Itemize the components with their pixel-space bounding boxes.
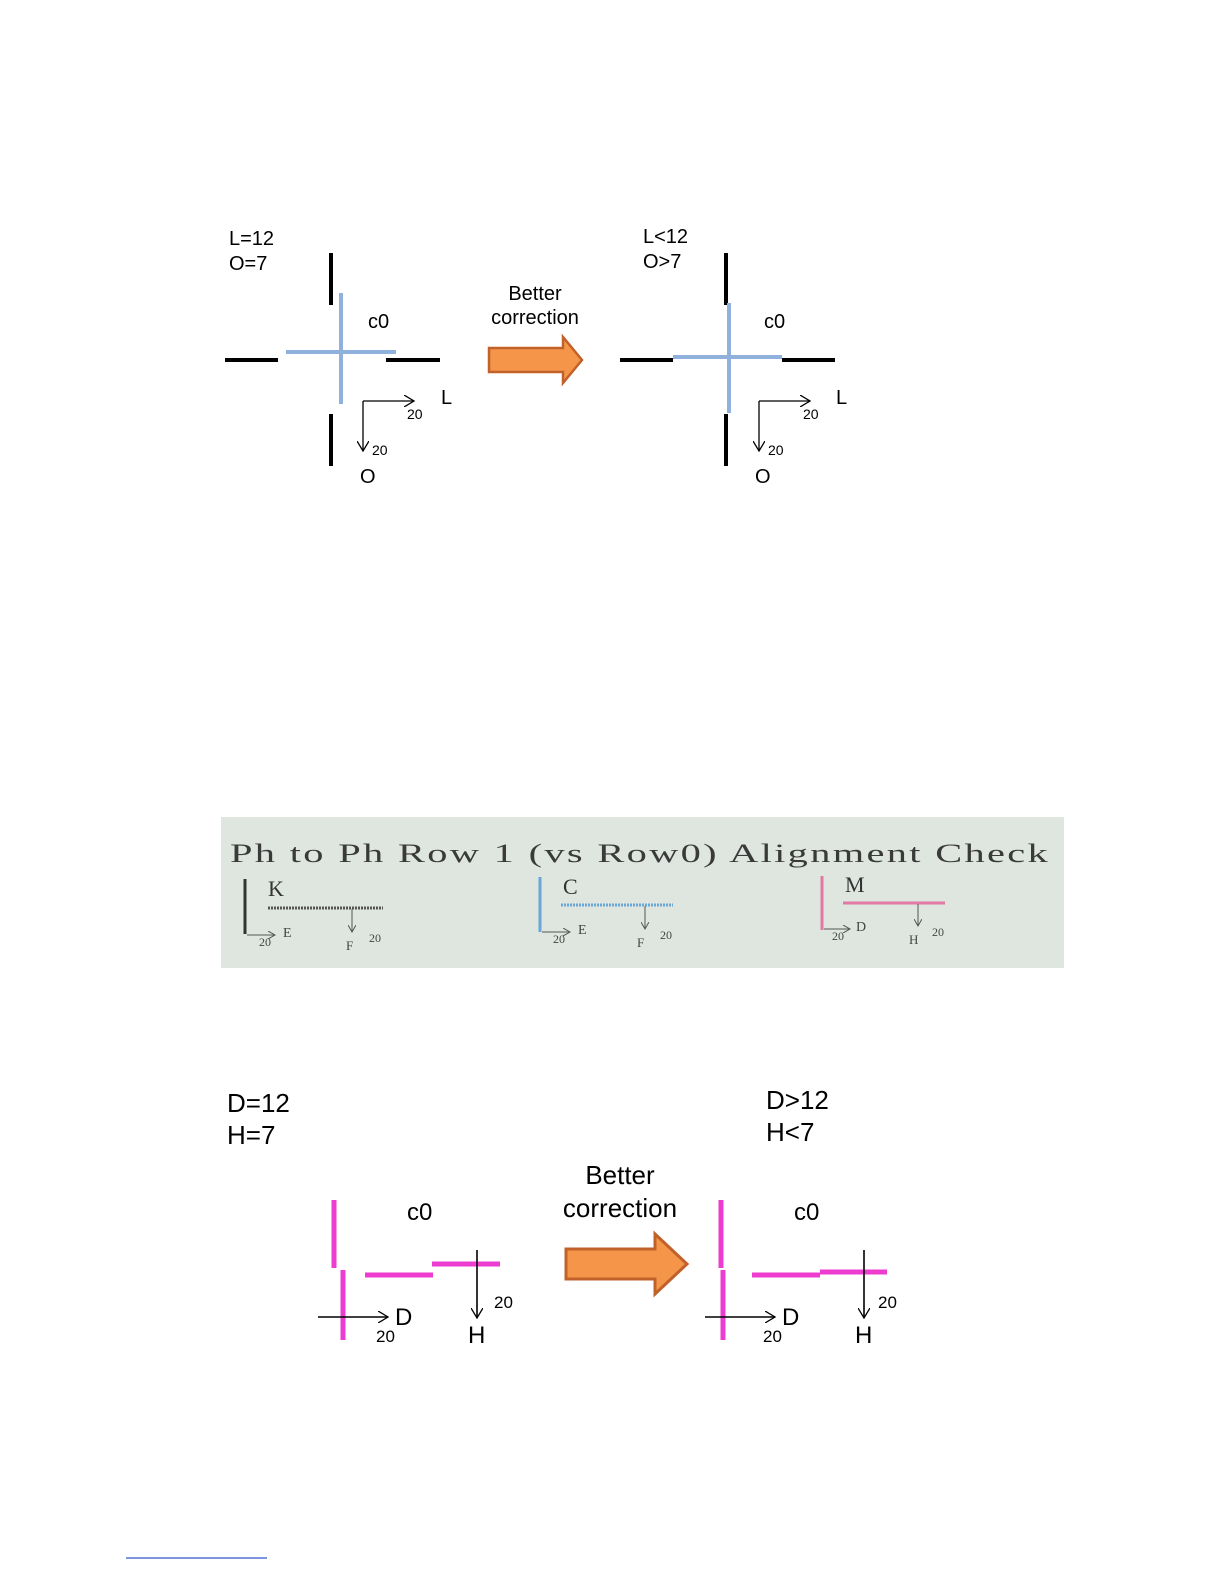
c-e-tick: 20 — [553, 932, 565, 946]
axis-d-label: D — [782, 1304, 799, 1331]
k-e-label: E — [283, 926, 292, 941]
before-d-value: D=12 — [227, 1088, 290, 1118]
c0-label: c0 — [368, 311, 389, 333]
c0-label: c0 — [764, 311, 785, 333]
c-e-label: E — [578, 923, 587, 938]
tick-20-v: 20 — [768, 442, 784, 458]
tick-20-v: 20 — [878, 1293, 897, 1312]
diagram1-after: L<12 O>7 c0 20 20 L O — [620, 226, 847, 488]
axis-l-label: L — [441, 387, 452, 409]
tick-20-v: 20 — [372, 442, 388, 458]
better-correction-arrow-icon — [489, 337, 582, 383]
arrow-caption-line1: Better — [508, 283, 562, 305]
after-h-value: H<7 — [766, 1117, 814, 1147]
c-label: C — [563, 874, 578, 899]
before-h-value: H=7 — [227, 1120, 275, 1150]
alignment-check-photo: Ph to Ph Row 1 (vs Row0) Alignment Check… — [221, 817, 1064, 968]
c0-label: c0 — [794, 1199, 819, 1226]
k-e-tick: 20 — [259, 935, 271, 949]
arrow-caption-line2: correction — [563, 1193, 677, 1223]
m-h-tick: 20 — [932, 925, 944, 939]
arrow-caption-line2: correction — [491, 307, 579, 329]
k-label: K — [268, 876, 284, 901]
axis-d-label: D — [395, 1304, 412, 1331]
m-label: M — [845, 872, 865, 897]
diagram1: L=12 O=7 c0 20 20 L O Better correction … — [225, 226, 847, 488]
after-d-value: D>12 — [766, 1085, 829, 1115]
tick-20-h: 20 — [376, 1327, 395, 1346]
before-l-value: L=12 — [229, 228, 274, 250]
axis-l-label: L — [836, 387, 847, 409]
diagram2-before: D=12 H=7 c0 D 20 H 20 — [227, 1088, 513, 1349]
after-l-value: L<12 — [643, 226, 688, 248]
axis-o-label: O — [755, 466, 771, 488]
c-f-tick: 20 — [660, 928, 672, 942]
before-o-value: O=7 — [229, 253, 267, 275]
axis-h-label: H — [855, 1322, 872, 1349]
after-o-value: O>7 — [643, 251, 681, 273]
m-d-tick: 20 — [832, 929, 844, 943]
c-f-label: F — [637, 935, 644, 950]
tick-20-h: 20 — [407, 406, 423, 422]
tick-20-h: 20 — [803, 406, 819, 422]
photo-title: Ph to Ph Row 1 (vs Row0) Alignment Check — [230, 839, 1050, 868]
tick-20-v: 20 — [494, 1293, 513, 1312]
m-h-label: H — [909, 932, 918, 947]
diagram2-after: D>12 H<7 c0 D 20 H 20 — [705, 1085, 897, 1349]
diagram1-before: L=12 O=7 c0 20 20 L O — [225, 228, 452, 488]
k-f-tick: 20 — [369, 931, 381, 945]
m-d-label: D — [856, 920, 866, 935]
axis-h-label: H — [468, 1322, 485, 1349]
arrow-caption-line1: Better — [585, 1160, 655, 1190]
k-f-label: F — [346, 938, 353, 953]
better-correction-arrow-icon — [566, 1234, 687, 1294]
tick-20-h: 20 — [763, 1327, 782, 1346]
axis-o-label: O — [360, 466, 376, 488]
diagram2: D=12 H=7 c0 D 20 H 20 Better correction … — [227, 1085, 897, 1349]
c0-label: c0 — [407, 1199, 432, 1226]
